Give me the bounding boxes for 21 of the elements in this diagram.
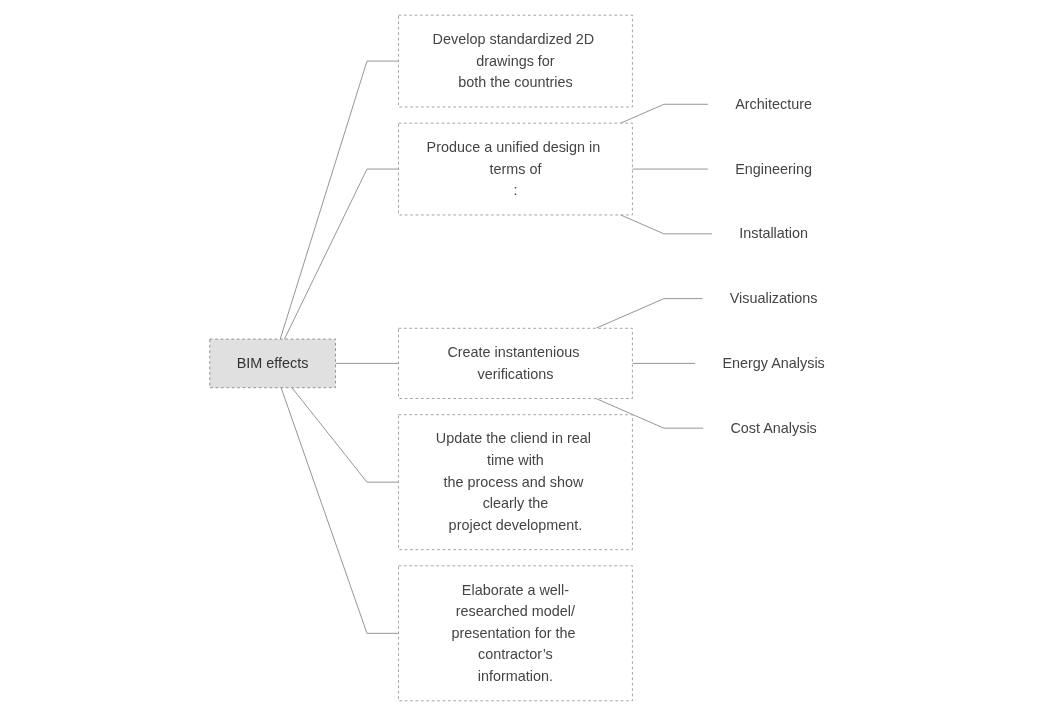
node-box: Create instantenious verifications [398,327,634,399]
connector [279,60,400,340]
node-box: Update the cliend in real time with the process and show clearly the project development. [398,413,634,550]
node-box: Develop standardized 2D drawings for both the countries [398,14,634,107]
connector [595,397,705,429]
node-text: Visualizations [729,290,818,306]
node-text: Cost Analysis [730,419,818,435]
connector [335,362,400,364]
connector [291,386,400,483]
node-text: Architecture [735,95,813,111]
node-text: Installation [739,225,809,241]
node-text: Energy Analysis [722,354,826,371]
node-box: Elaborate a well-researched model/ presentation for the contractor’s information. [398,564,634,701]
node-text: Engineering [735,160,813,176]
connector [632,362,697,364]
node-box: Produce a unified design in terms of : [398,122,634,215]
connector [284,168,400,340]
node-box: BIM effects [209,338,337,388]
connector [632,168,709,169]
connector [280,386,400,634]
connector [620,214,713,234]
